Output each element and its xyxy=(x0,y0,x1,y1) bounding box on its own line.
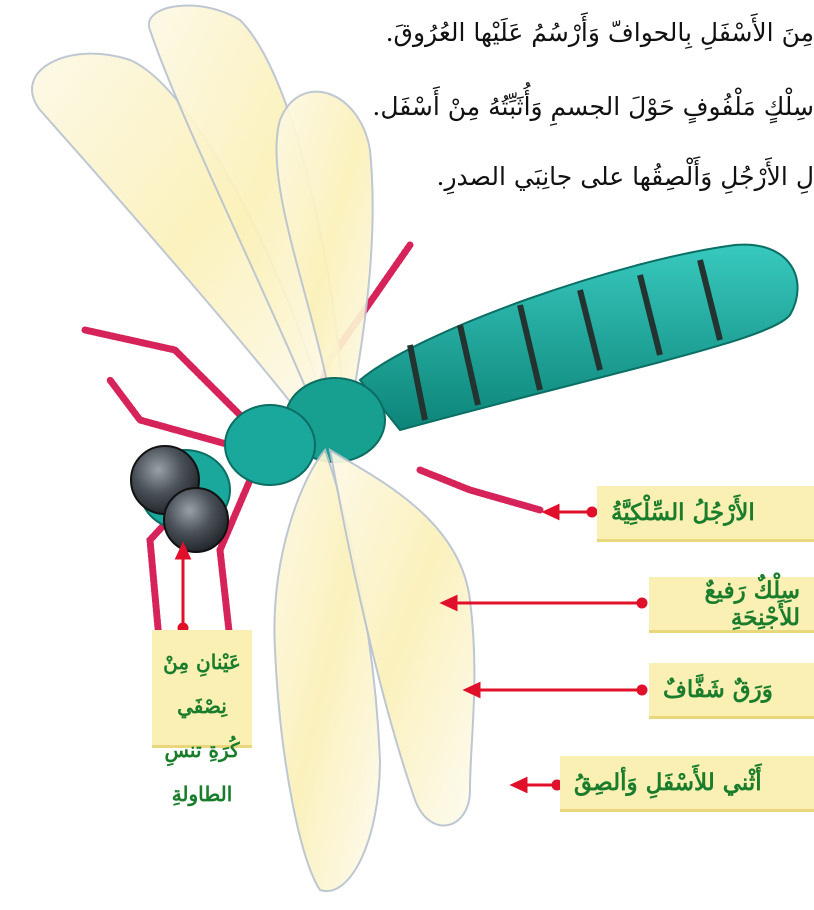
label-eyes-line-2: كُرَةِ تنسِ الطاولةِ xyxy=(152,728,252,816)
instruction-line-3: لِ الأَرْجُلِ وَأَلْصِقُها على جانِبَي ا… xyxy=(437,162,814,191)
leg-right xyxy=(420,470,540,510)
label-eyes-line-1: عَيْنانِ مِنْ نِصْفَي xyxy=(152,640,252,728)
instruction-line-2: سِلْكٍ مَلْفُوفٍ حَوْلَ الجسمِ وَأُثَبِّ… xyxy=(372,92,814,121)
label-eyes: عَيْنانِ مِنْ نِصْفَي كُرَةِ تنسِ الطاول… xyxy=(152,630,252,748)
instruction-line-1: مِنَ الأَسْفَلِ بِالحوافّ وَأَرْسُمُ عَل… xyxy=(386,18,814,47)
label-fold-and-stick: أَثْني للأَسْفَلِ وَألصِقُ xyxy=(560,756,814,812)
label-transparent-paper: وَرَقٌ شَفَّافٌ xyxy=(649,663,814,719)
eye-right xyxy=(164,488,228,552)
label-wire-legs: الأَرْجُلُ السِّلْكِيَّةُ xyxy=(597,486,814,542)
abdomen xyxy=(360,245,798,430)
label-wing-wire: سِلْكٌ رَفيعٌ للأَجْنِحَةِ xyxy=(649,577,814,633)
